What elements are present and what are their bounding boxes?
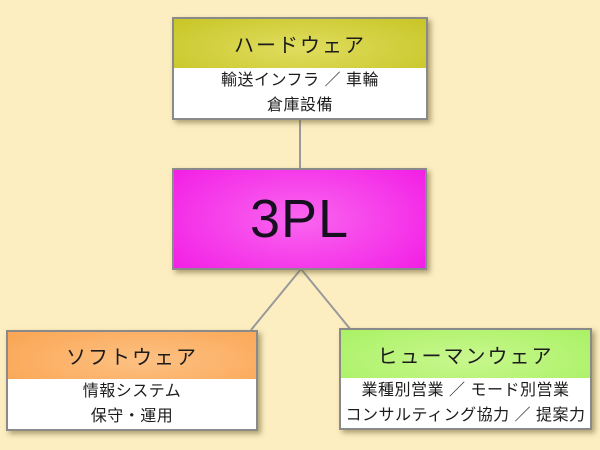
node-hardware-title: ハードウェア — [174, 19, 426, 68]
node-software-line1: 情報システム — [82, 383, 182, 400]
node-hardware-line2: 倉庫設備 — [266, 97, 333, 114]
node-humanware-line2: コンサルティング協力 ／ 提案力 — [345, 407, 586, 424]
node-humanware-body: 業種別営業 ／ モード別営業 コンサルティング協力 ／ 提案力 — [341, 378, 590, 428]
node-humanware-line1: 業種別営業 ／ モード別営業 — [361, 382, 570, 399]
node-hardware-line1: 輸送インフラ ／ 車輪 — [221, 72, 379, 89]
node-3pl-label: 3PL — [249, 189, 350, 249]
node-software-line2: 保守・運用 — [90, 408, 174, 425]
node-hardware: ハードウェア 輸送インフラ ／ 車輪 倉庫設備 — [172, 17, 428, 120]
connector-3pl-software — [250, 268, 302, 331]
node-humanware-title: ヒューマンウェア — [341, 330, 590, 378]
node-software: ソフトウェア 情報システム 保守・運用 — [6, 330, 258, 431]
node-humanware: ヒューマンウェア 業種別営業 ／ モード別営業 コンサルティング協力 ／ 提案力 — [339, 328, 592, 430]
connector-3pl-humanware — [300, 268, 352, 331]
node-software-title: ソフトウェア — [8, 332, 256, 379]
node-software-body: 情報システム 保守・運用 — [8, 379, 256, 429]
node-3pl: 3PL — [172, 168, 427, 270]
node-hardware-body: 輸送インフラ ／ 車輪 倉庫設備 — [174, 68, 426, 118]
